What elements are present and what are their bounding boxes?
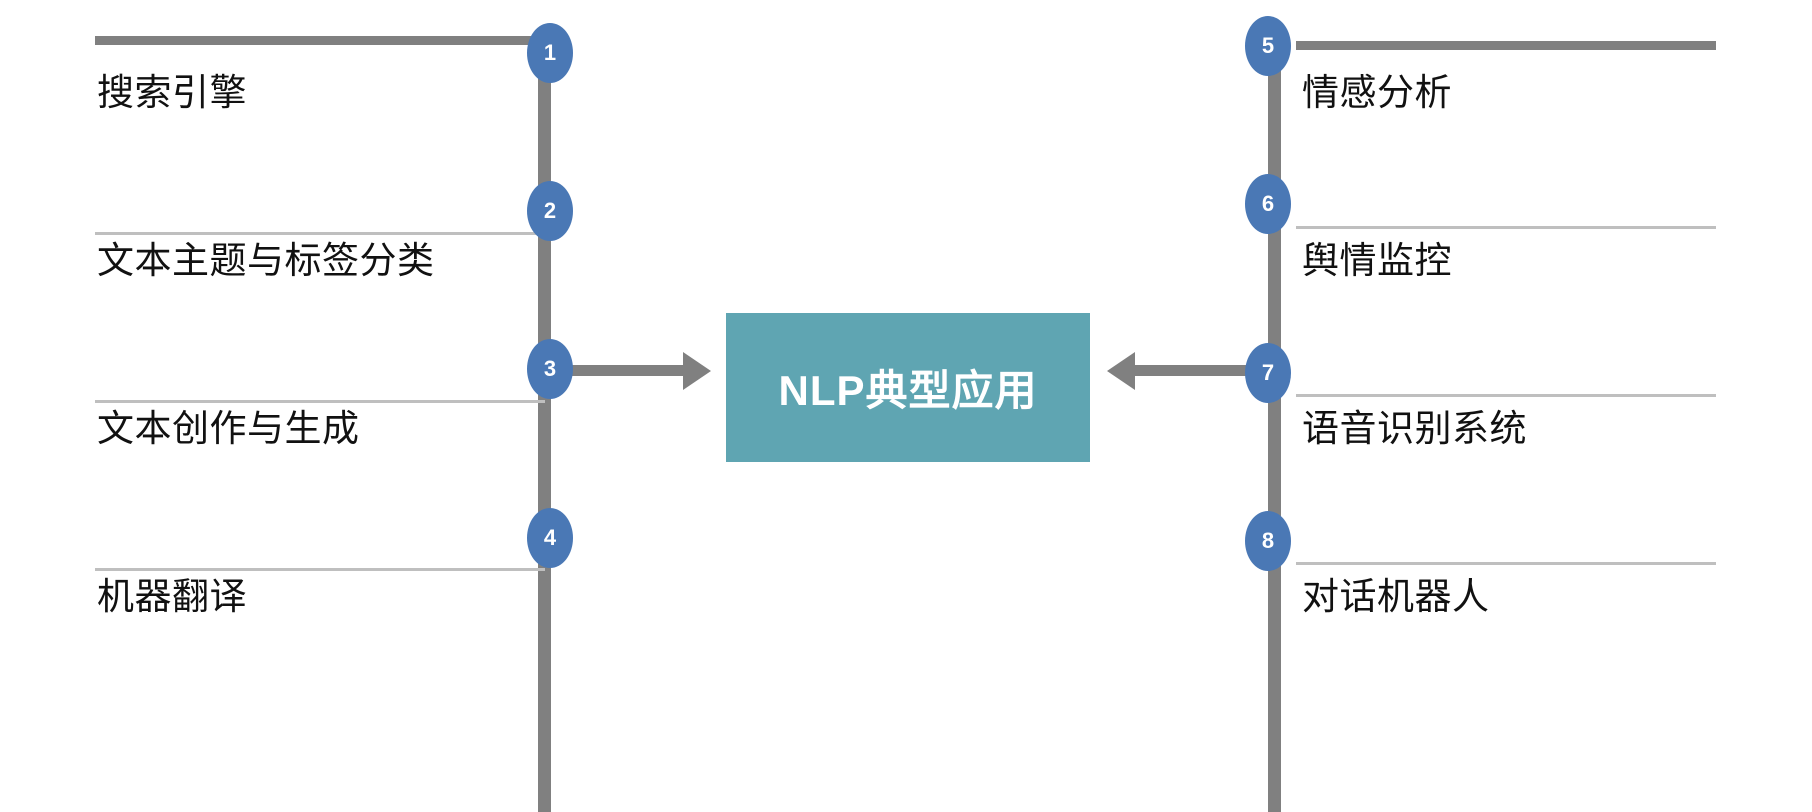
right-item-label-6: 舆情监控: [1302, 240, 1452, 281]
left-spine-rail: [538, 46, 551, 812]
left-item-label-3: 文本创作与生成: [97, 408, 360, 449]
badge-1-number: 1: [543, 40, 557, 65]
badge-1[interactable]: 1: [527, 23, 573, 83]
badge-5[interactable]: 5: [1245, 16, 1291, 76]
left-arrow-shaft: [545, 365, 685, 376]
badge-2[interactable]: 2: [527, 181, 573, 241]
left-item-label-1: 搜索引擎: [97, 72, 247, 113]
badge-6[interactable]: 6: [1245, 174, 1291, 234]
left-rule-2: [95, 232, 545, 235]
right-spine-rail: [1268, 38, 1281, 812]
badge-8[interactable]: 8: [1245, 511, 1291, 571]
right-arrow-shaft: [1135, 365, 1275, 376]
right-item-label-5: 情感分析: [1302, 72, 1452, 113]
right-rule-8: [1296, 562, 1716, 565]
left-item-label-2: 文本主题与标签分类: [97, 240, 435, 281]
badge-7[interactable]: 7: [1245, 343, 1291, 403]
right-rule-5: [1296, 41, 1716, 50]
left-rule-1: [95, 36, 545, 45]
badge-4-number: 4: [543, 525, 557, 550]
badge-6-number: 6: [1261, 191, 1275, 216]
left-rule-4: [95, 568, 545, 571]
badge-7-number: 7: [1261, 360, 1275, 385]
badge-3-number: 3: [543, 356, 557, 381]
right-item-label-7: 语音识别系统: [1302, 408, 1527, 449]
left-rule-3: [95, 400, 545, 403]
left-arrow-head-icon: [683, 352, 711, 390]
badge-4[interactable]: 4: [527, 508, 573, 568]
center-node-box[interactable]: NLP典型应用: [726, 313, 1090, 462]
right-item-label-8: 对话机器人: [1302, 576, 1490, 617]
badge-3[interactable]: 3: [527, 339, 573, 399]
badge-5-number: 5: [1261, 33, 1275, 58]
right-rule-6: [1296, 226, 1716, 229]
center-node-label: NLP典型应用: [778, 367, 1038, 414]
left-item-label-4: 机器翻译: [97, 576, 247, 617]
badge-2-number: 2: [543, 198, 557, 223]
badge-8-number: 8: [1261, 528, 1275, 553]
right-rule-7: [1296, 394, 1716, 397]
right-arrow-head-icon: [1107, 352, 1135, 390]
